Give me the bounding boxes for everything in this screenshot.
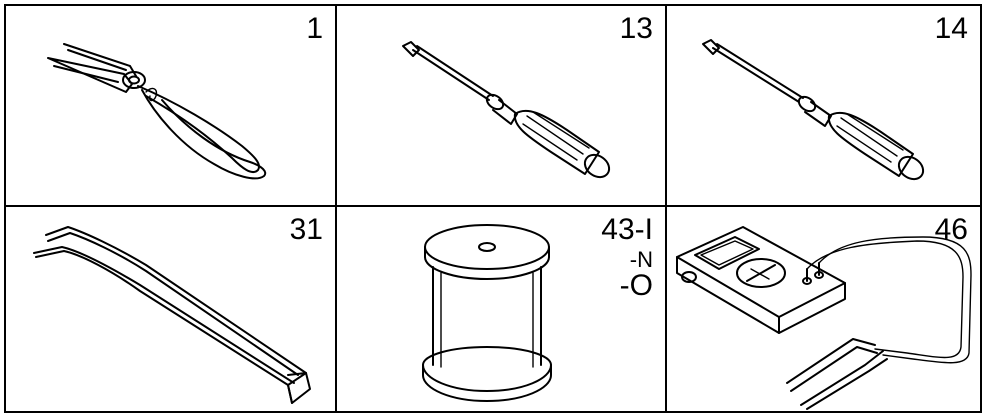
multimeter-icon xyxy=(676,226,972,410)
tool-number: 1 xyxy=(306,12,323,45)
tool-cell-43: 43-I -N -O xyxy=(337,207,667,411)
screwdriver-icon xyxy=(402,41,611,179)
needle-nose-pliers-icon xyxy=(47,43,267,180)
tool-cell-14: 14 xyxy=(667,6,980,207)
tool-diagram-grid: 1 13 xyxy=(4,4,982,413)
tool-number: 43-I xyxy=(601,213,653,246)
bent-tweezers-icon xyxy=(33,226,311,404)
tool-suffix-o: -O xyxy=(619,269,653,302)
tool-cell-31: 31 xyxy=(6,207,337,411)
tool-number: 46 xyxy=(934,213,968,246)
tool-cell-1: 1 xyxy=(6,6,337,207)
solder-wire-spool-icon xyxy=(422,224,552,402)
tool-number: 31 xyxy=(289,213,323,246)
tool-cell-46: 46 xyxy=(667,207,980,411)
tool-number: 14 xyxy=(934,12,968,45)
tool-suffix-n: -N xyxy=(629,247,653,272)
tool-number: 13 xyxy=(619,12,653,45)
screwdriver-icon xyxy=(702,39,925,181)
tool-cell-13: 13 xyxy=(337,6,667,207)
